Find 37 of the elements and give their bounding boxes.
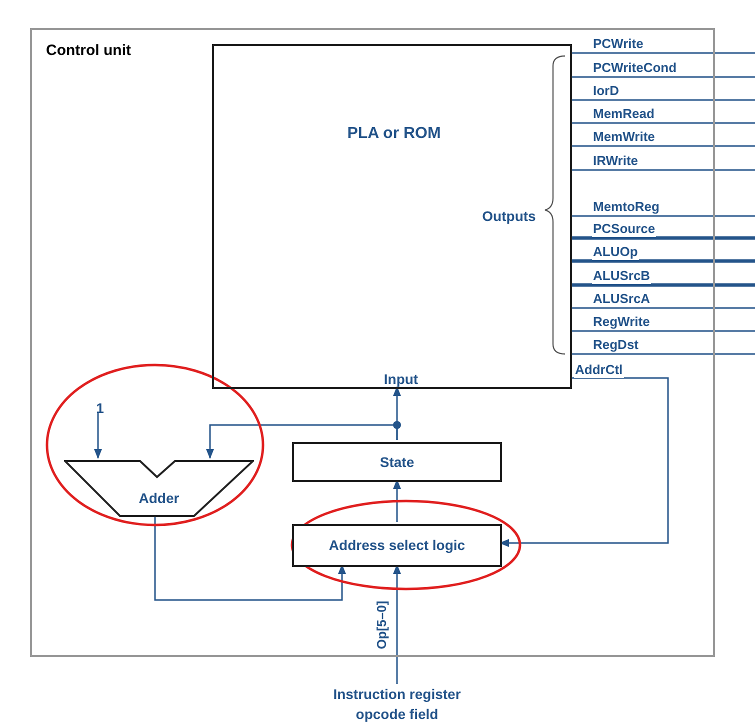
signal-line — [570, 52, 755, 54]
source-label: Instruction register opcode field — [332, 685, 462, 724]
signal-label: RegWrite — [592, 314, 651, 330]
constant-label: 1 — [95, 399, 105, 418]
block-title: PLA or ROM — [346, 124, 442, 144]
signal-line — [570, 122, 755, 124]
pla-rom-box — [212, 44, 572, 389]
state-label: State — [380, 452, 414, 472]
logic-label: Address select logic — [328, 536, 466, 555]
signal-line — [570, 330, 755, 332]
signal-label: AddrCtl — [574, 362, 624, 378]
signal-line — [570, 145, 755, 147]
frame-title: Control unit — [46, 41, 131, 61]
signal-label: MemtoReg — [592, 199, 660, 215]
signal-line — [570, 76, 755, 78]
signal-line — [570, 169, 755, 171]
signal-label: RegDst — [592, 337, 640, 353]
signal-line — [570, 307, 755, 309]
logic-box — [292, 524, 502, 567]
control-unit-frame — [30, 28, 715, 657]
signal-label: PCSource — [592, 221, 656, 237]
signal-label: ALUOp — [592, 244, 639, 260]
arrow — [94, 413, 102, 459]
signal-line — [570, 353, 755, 355]
adder-label: Adder — [138, 489, 180, 508]
signal-line — [570, 99, 755, 101]
signal-line — [570, 259, 755, 263]
outputs-label: Outputs — [481, 207, 537, 226]
arrow — [154, 515, 346, 601]
signal-label: ALUSrcB — [592, 268, 652, 284]
signal-line — [570, 283, 755, 287]
arrow — [206, 424, 398, 459]
signal-label: Op[5–0] — [374, 600, 390, 650]
state-register-box — [292, 442, 502, 482]
signal-line — [570, 236, 755, 240]
input-label: Input — [382, 370, 420, 389]
signal-line — [570, 215, 755, 217]
